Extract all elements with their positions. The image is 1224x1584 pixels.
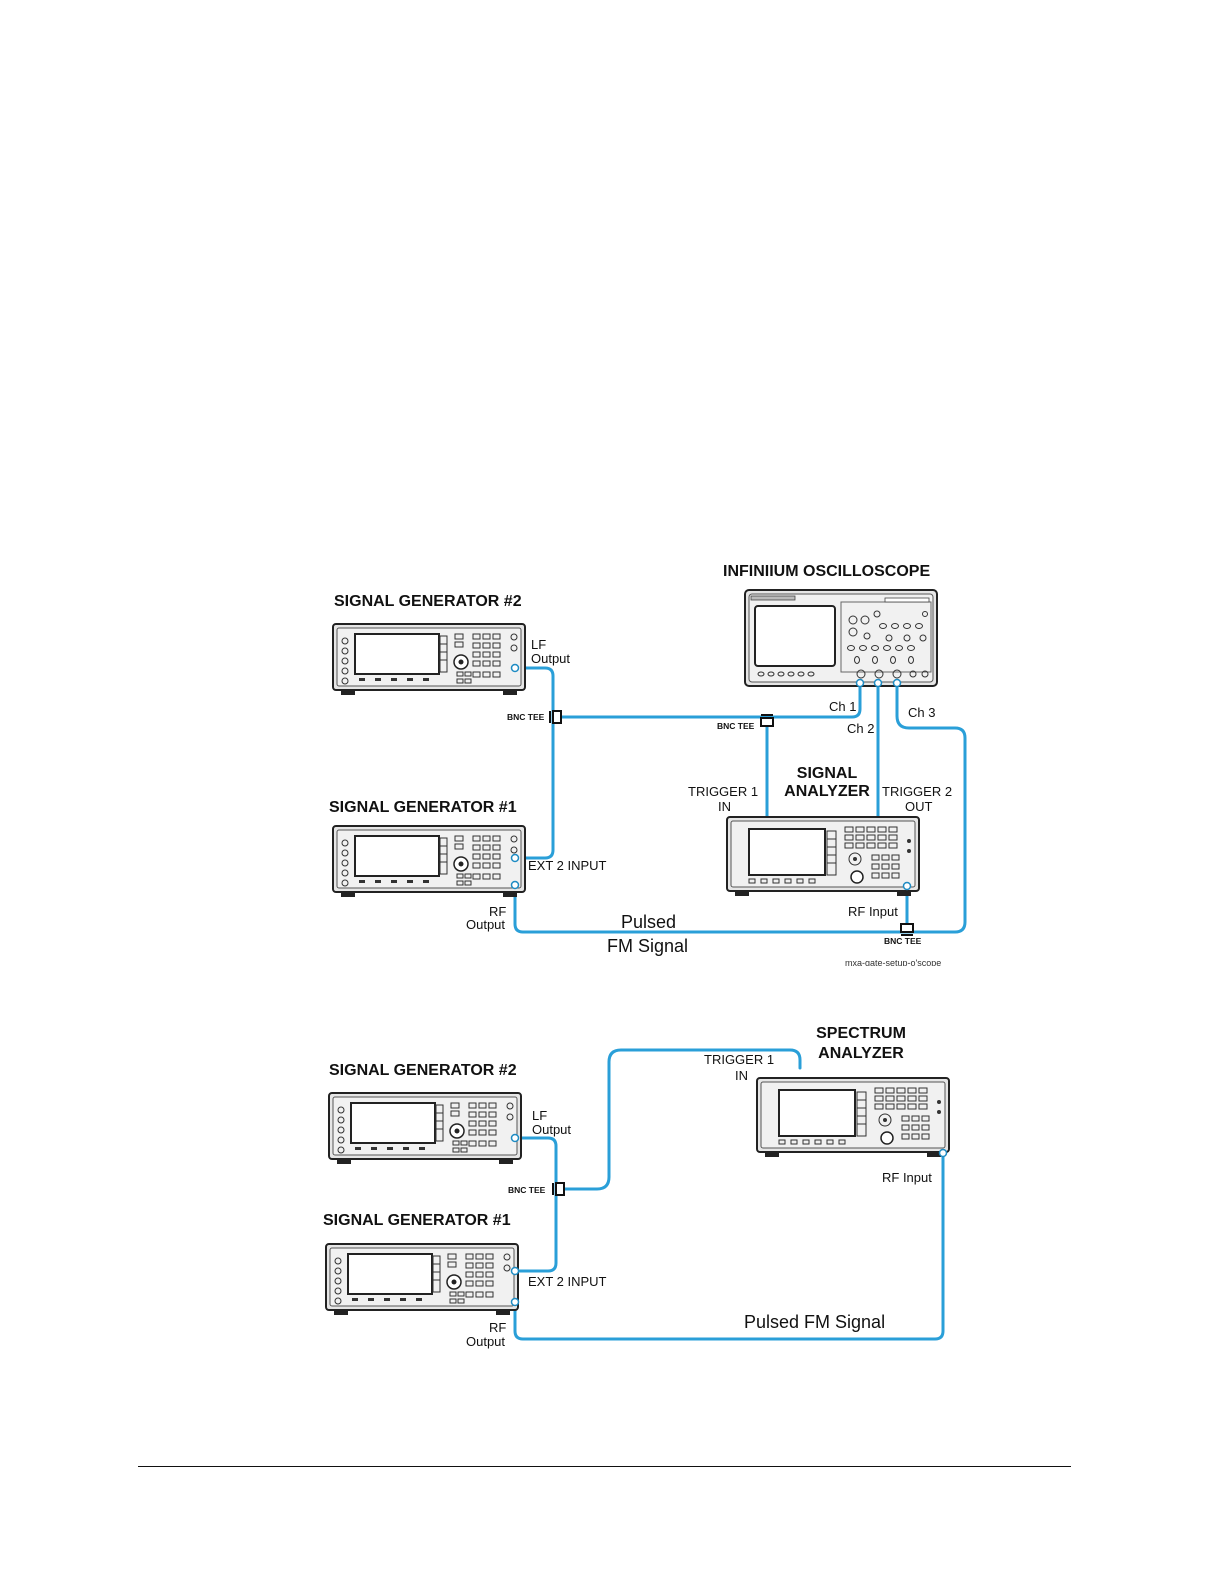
signal-analyzer <box>726 816 920 897</box>
cable-lf-to-tee-b <box>513 1136 558 1191</box>
ch1-label: Ch 1 <box>829 699 856 714</box>
trigger1-label-2: IN <box>718 799 731 814</box>
ext2-input-label-b: EXT 2 INPUT <box>528 1274 607 1289</box>
signal-label-1: Pulsed <box>621 912 676 932</box>
trigger1-label-1: TRIGGER 1 <box>688 784 758 799</box>
ext2-input-label: EXT 2 INPUT <box>528 858 607 873</box>
port-lf-output-b <box>510 1133 520 1143</box>
lf-output-label-2: Output <box>531 651 570 666</box>
cable-tee-to-ext2-b <box>513 1187 558 1273</box>
rf-output-label-2-b: Output <box>466 1334 505 1349</box>
bnc-tee-mid-label: BNC TEE <box>717 721 755 731</box>
trigger1-label-1-b: TRIGGER 1 <box>704 1052 774 1067</box>
signal-generator-1 <box>332 825 526 898</box>
port-rf-output-b <box>510 1297 520 1307</box>
oscilloscope <box>744 589 938 687</box>
spectrum-analyzer-title-1: SPECTRUM <box>816 1025 906 1042</box>
bnc-tee-left-label: BNC TEE <box>507 712 545 722</box>
port-ch2 <box>873 678 883 688</box>
cable-rf-output-to-rf-input-b <box>513 1151 945 1341</box>
figure-top: INFINIIUM OSCILLOSCOPE SIGNAL GENERATOR … <box>329 563 970 974</box>
gen2-title: SIGNAL GENERATOR #2 <box>334 593 522 610</box>
cable-lf-to-tee <box>513 666 555 719</box>
port-lf-output <box>510 663 520 673</box>
port-rf-input-b <box>938 1148 948 1158</box>
bnc-tee-bottom-label: BNC TEE <box>884 936 922 946</box>
figure-id-label: mxa-gate-setup-o'scope <box>845 958 941 968</box>
trigger2-label-2: OUT <box>905 799 933 814</box>
trigger1-label-2-b: IN <box>735 1068 748 1083</box>
figure-id-clip <box>840 966 970 974</box>
lf-output-label-1-b: LF <box>532 1108 547 1123</box>
port-ch3 <box>892 678 902 688</box>
bnc-tee-b-label: BNC TEE <box>508 1185 546 1195</box>
rf-input-label-b: RF Input <box>882 1170 932 1185</box>
ports-top <box>510 663 912 891</box>
footer-rule <box>138 1466 1071 1467</box>
spectrum-analyzer-title-2: ANALYZER <box>818 1045 904 1062</box>
port-ext2-input <box>510 853 520 863</box>
cable-tee-to-ext2 <box>513 715 555 860</box>
analyzer-title-1: SIGNAL <box>797 765 858 782</box>
gen1-title: SIGNAL GENERATOR #1 <box>329 799 517 816</box>
port-ch1 <box>855 678 865 688</box>
signal-generator-2-b <box>328 1092 522 1165</box>
signal-generator-1-b <box>325 1243 519 1316</box>
gen1-title-b: SIGNAL GENERATOR #1 <box>323 1212 511 1229</box>
ch3-label: Ch 3 <box>908 705 935 720</box>
lf-output-label-2-b: Output <box>532 1122 571 1137</box>
rf-output-label-1-b: RF <box>489 1320 506 1335</box>
analyzer-title-2: ANALYZER <box>784 783 870 800</box>
spectrum-analyzer <box>756 1077 950 1158</box>
cable-ch3-to-bnc-tee <box>895 681 967 934</box>
port-ext2-input-b <box>510 1266 520 1276</box>
trigger2-label-1: TRIGGER 2 <box>882 784 952 799</box>
ch2-label: Ch 2 <box>847 721 874 736</box>
port-rf-input <box>902 881 912 891</box>
gen2-title-b: SIGNAL GENERATOR #2 <box>329 1062 517 1079</box>
ports-bottom <box>510 1133 948 1307</box>
cable-tee-to-ch1 <box>558 681 862 719</box>
cable-tee-to-trigger1-b <box>561 1048 802 1191</box>
figure-bottom: SPECTRUM ANALYZER SIGNAL GENERATOR #2 SI… <box>323 1025 950 1349</box>
signal-label-2: FM Signal <box>607 936 688 956</box>
cable-rf-output-to-bnc-tee <box>513 883 912 934</box>
oscilloscope-title: INFINIIUM OSCILLOSCOPE <box>723 563 930 580</box>
rf-output-label-2: Output <box>466 917 505 932</box>
lf-output-label-1: LF <box>531 637 546 652</box>
rf-input-label: RF Input <box>848 904 898 919</box>
signal-generator-2 <box>332 623 526 696</box>
port-rf-output <box>510 880 520 890</box>
rf-output-label-1: RF <box>489 904 506 919</box>
signal-label-b: Pulsed FM Signal <box>744 1312 885 1332</box>
